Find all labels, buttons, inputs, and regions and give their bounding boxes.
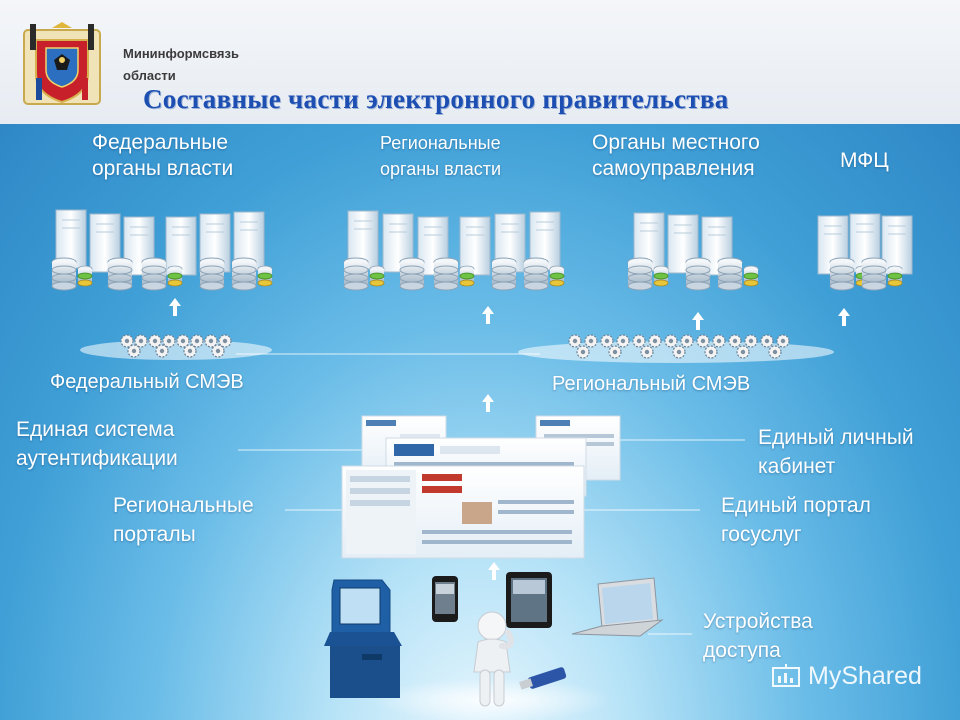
arrow-up-icon — [482, 394, 494, 412]
arrow-up-icon — [169, 298, 181, 316]
regional-smev-platform — [518, 334, 834, 363]
portal-screenshot — [341, 465, 585, 559]
laptop-icon — [571, 577, 664, 637]
header: Мининформсвязь области Составные части э… — [0, 0, 960, 124]
personal-cabinet-label: Единый личный кабинет — [758, 426, 914, 478]
access-devices-label: Устройства доступа — [703, 610, 813, 662]
arrow-up-icon — [838, 308, 850, 326]
auth-system-label: Единая система аутентификации — [16, 418, 178, 470]
arrow-up-icon — [482, 306, 494, 324]
phone-icon — [432, 576, 458, 622]
arrow-up-icon — [488, 562, 500, 580]
crest-icon — [23, 22, 101, 105]
database-icon — [627, 257, 759, 291]
regional-authorities-label: Региональные органы власти — [380, 133, 502, 179]
arrow-up-icon — [692, 312, 704, 330]
tablet-icon — [506, 572, 552, 628]
page-title: Составные части электронного правительст… — [143, 84, 729, 114]
person-figure-icon — [473, 611, 514, 707]
regional-portals-label: Региональные порталы — [113, 494, 254, 546]
mfc-server-cluster — [817, 213, 913, 291]
federal-server-cluster — [51, 209, 273, 291]
gosuslugi-portal-label: Единый портал госуслуг — [721, 494, 871, 546]
ministry-name: Мининформсвязь области — [123, 46, 239, 83]
regional-server-cluster — [343, 210, 565, 291]
federal-smev-platform — [80, 334, 272, 360]
local-server-cluster — [627, 212, 759, 291]
regional-smev-label: Региональный СМЭВ — [552, 373, 751, 395]
portal-screenshots — [341, 415, 621, 559]
usb-modem-icon — [519, 667, 567, 690]
federal-smev-label: Федеральный СМЭВ — [50, 371, 244, 393]
glow-pad — [372, 678, 612, 720]
mfc-label: МФЦ — [840, 149, 889, 172]
presentation-icon — [772, 664, 800, 687]
federal-authorities-label: Федеральные органы власти — [92, 131, 234, 180]
local-government-label: Органы местного самоуправления — [592, 131, 760, 180]
kiosk-icon — [324, 579, 402, 698]
watermark-text: MyShared — [808, 662, 922, 690]
